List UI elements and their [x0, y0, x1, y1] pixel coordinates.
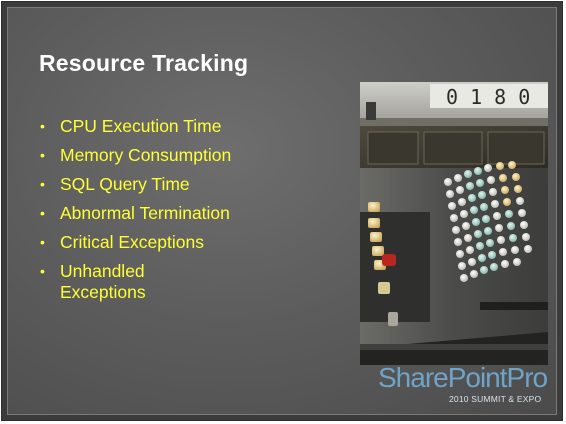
bullet-list: • CPU Execution Time • Memory Consumptio… — [38, 116, 328, 311]
bullet-dot-icon: • — [40, 147, 45, 163]
bullet-text: Abnormal Termination — [60, 203, 230, 223]
counter-digits: 0 1 8 0 — [446, 85, 530, 109]
bullet-text: Memory Consumption — [60, 145, 232, 165]
logo-wordmark: SharePointPro — [378, 362, 548, 393]
bullet-item: • CPU Execution Time — [38, 116, 328, 137]
bullet-item: • Critical Exceptions — [38, 232, 328, 253]
register-keys — [444, 161, 532, 282]
bullet-dot-icon: • — [40, 176, 45, 192]
bullet-text: Unhandled Exceptions — [60, 261, 146, 302]
bullet-item: • Memory Consumption — [38, 145, 328, 166]
logo-subtitle: 2010 SUMMIT & EXPO — [449, 394, 542, 404]
cash-register-image: 0 1 8 0 — [360, 82, 548, 365]
slide-content: Resource Tracking • CPU Execution Time •… — [7, 7, 557, 415]
bullet-dot-icon: • — [40, 205, 45, 221]
slide-title: Resource Tracking — [39, 50, 249, 76]
bullet-item: • Abnormal Termination — [38, 203, 328, 224]
bullet-item: • Unhandled Exceptions — [38, 261, 210, 303]
cash-register-photo: 0 1 8 0 — [360, 82, 548, 365]
bullet-dot-icon: • — [40, 118, 45, 134]
bullet-dot-icon: • — [40, 234, 45, 250]
sharepointpro-logo: SharePointPro 2010 SUMMIT & EXPO — [378, 362, 553, 404]
bullet-text: CPU Execution Time — [60, 116, 222, 136]
bullet-item: • SQL Query Time — [38, 174, 328, 195]
bullet-dot-icon: • — [40, 263, 45, 279]
counter-readout: 0 1 8 0 — [446, 85, 530, 109]
bullet-text: SQL Query Time — [60, 174, 190, 194]
bullet-text: Critical Exceptions — [60, 232, 204, 252]
